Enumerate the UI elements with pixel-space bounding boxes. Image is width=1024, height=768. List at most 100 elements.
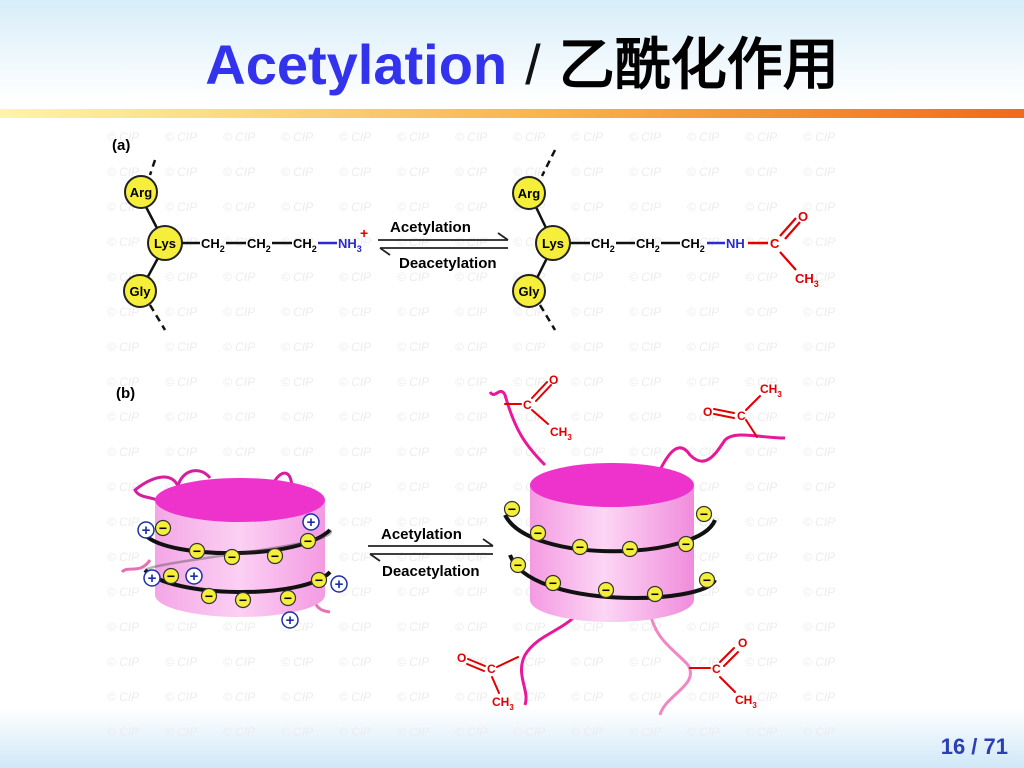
svg-text:−: − [271, 548, 279, 564]
right-histone-tail-topright [658, 433, 786, 471]
title-separator: / [525, 33, 541, 96]
title-english: Acetylation [205, 33, 508, 96]
svg-text:C: C [737, 409, 746, 423]
svg-text:−: − [193, 543, 201, 559]
svg-text:+: + [142, 522, 151, 539]
acetyl-group: C O CH3 [689, 636, 757, 710]
left-histone-top [155, 478, 325, 522]
svg-text:−: − [682, 536, 690, 552]
left-histone-tail-top1 [133, 469, 212, 507]
minus-charge: − [597, 581, 615, 599]
minus-charge: − [223, 548, 241, 566]
svg-text:−: − [700, 506, 708, 522]
minus-charge: − [310, 571, 328, 589]
plus-charge: + [185, 567, 203, 585]
minus-charge: − [200, 587, 218, 605]
arg-label-left: Arg [130, 185, 152, 200]
svg-text:−: − [167, 568, 175, 584]
svg-text:CH3: CH3 [550, 425, 572, 442]
acetyl-group: O C CH3 [457, 651, 519, 712]
plus-charge: + [302, 513, 320, 531]
nh-group: NH [726, 236, 745, 251]
gly-label-right: Gly [519, 284, 541, 299]
svg-text:O: O [703, 405, 712, 419]
right-histone-top [530, 463, 694, 507]
minus-charge: − [154, 519, 172, 537]
deacetylation-label-a: Deacetylation [399, 255, 497, 272]
panel-a-label: (a) [112, 137, 130, 154]
svg-text:−: − [304, 533, 312, 549]
minus-charge: − [503, 500, 521, 518]
left-negative-charges: − − − − − − − − − − [154, 519, 328, 609]
methyl-group-a: CH3 [795, 271, 819, 289]
right-residues: Arg Lys Gly [512, 176, 571, 308]
lys-label-right: Lys [542, 236, 564, 251]
svg-text:−: − [576, 539, 584, 555]
acetyl-group: O C CH3 [703, 382, 782, 438]
minus-charge: − [299, 532, 317, 550]
svg-text:C: C [487, 662, 496, 676]
minus-charge: − [571, 538, 589, 556]
watermark-pattern [105, 125, 840, 745]
right-histone-tail-bottomright [648, 611, 692, 716]
minus-charge: − [677, 535, 695, 553]
svg-text:−: − [534, 525, 542, 541]
ch2-1-left: CH2 [201, 236, 225, 254]
title-divider [0, 109, 1024, 118]
carbonyl-oxygen: O [798, 209, 808, 224]
gly-circle-right [512, 274, 546, 308]
equilibrium-arrows-a [378, 232, 509, 256]
minus-charge: − [698, 571, 716, 589]
svg-text:−: − [514, 557, 522, 573]
right-histone-tail-topleft [488, 389, 547, 467]
minus-charge: − [529, 524, 547, 542]
svg-text:O: O [738, 636, 747, 650]
nh3-charge: + [360, 225, 368, 241]
header-background [0, 0, 1024, 100]
plus-charge: + [143, 569, 161, 587]
svg-text:CH3: CH3 [735, 693, 757, 710]
right-negative-charges: − − − − − − − − − − − [503, 500, 716, 603]
svg-text:+: + [335, 576, 344, 593]
minus-charge: − [544, 574, 562, 592]
svg-text:C: C [712, 662, 721, 676]
svg-text:−: − [315, 572, 323, 588]
lys-label-left: Lys [154, 236, 176, 251]
left-histone-tail-left [120, 559, 152, 574]
svg-text:−: − [159, 520, 167, 536]
svg-text:+: + [148, 570, 157, 587]
minus-charge: − [509, 556, 527, 574]
left-residues: Arg Lys Gly [123, 175, 183, 308]
slide-title: Acetylation / 乙酰化作用 [0, 20, 1024, 101]
svg-text:−: − [651, 586, 659, 602]
svg-text:−: − [626, 541, 634, 557]
left-side-chain: CH2 CH2 CH2 NH3 + [182, 225, 368, 254]
carbonyl-carbon: C [770, 236, 780, 251]
ch2-1-right: CH2 [591, 236, 615, 254]
arg-circle-right [512, 176, 546, 210]
arg-label-right: Arg [518, 186, 540, 201]
acetyl-group: C O CH3 [504, 373, 572, 442]
minus-charge: − [234, 591, 252, 609]
svg-text:−: − [508, 501, 516, 517]
nh3-group: NH3 [338, 236, 362, 254]
acetyl-groups-b: C O CH3 O C CH3 O C CH3 [457, 373, 782, 712]
minus-charge: − [646, 585, 664, 603]
title-chinese: 乙酰化作用 [558, 33, 839, 98]
panel-b-label: (b) [116, 385, 135, 402]
deacetylation-label-b: Deacetylation [382, 563, 480, 580]
minus-charge: − [188, 542, 206, 560]
page-number: 16 / 71 [940, 734, 1008, 759]
minus-charge: − [695, 505, 713, 523]
ch2-2-right: CH2 [636, 236, 660, 254]
gly-circle-left [123, 274, 157, 308]
svg-text:+: + [190, 568, 199, 585]
svg-text:O: O [457, 651, 466, 665]
svg-text:−: − [205, 588, 213, 604]
right-side-chain: CH2 CH2 CH2 NH C O CH3 [570, 209, 819, 289]
svg-text:O: O [549, 373, 558, 387]
left-positive-charges: + + + + + + [137, 513, 348, 629]
svg-text:+: + [307, 514, 316, 531]
acetylation-label-b: Acetylation [381, 526, 462, 543]
svg-text:+: + [286, 612, 295, 629]
